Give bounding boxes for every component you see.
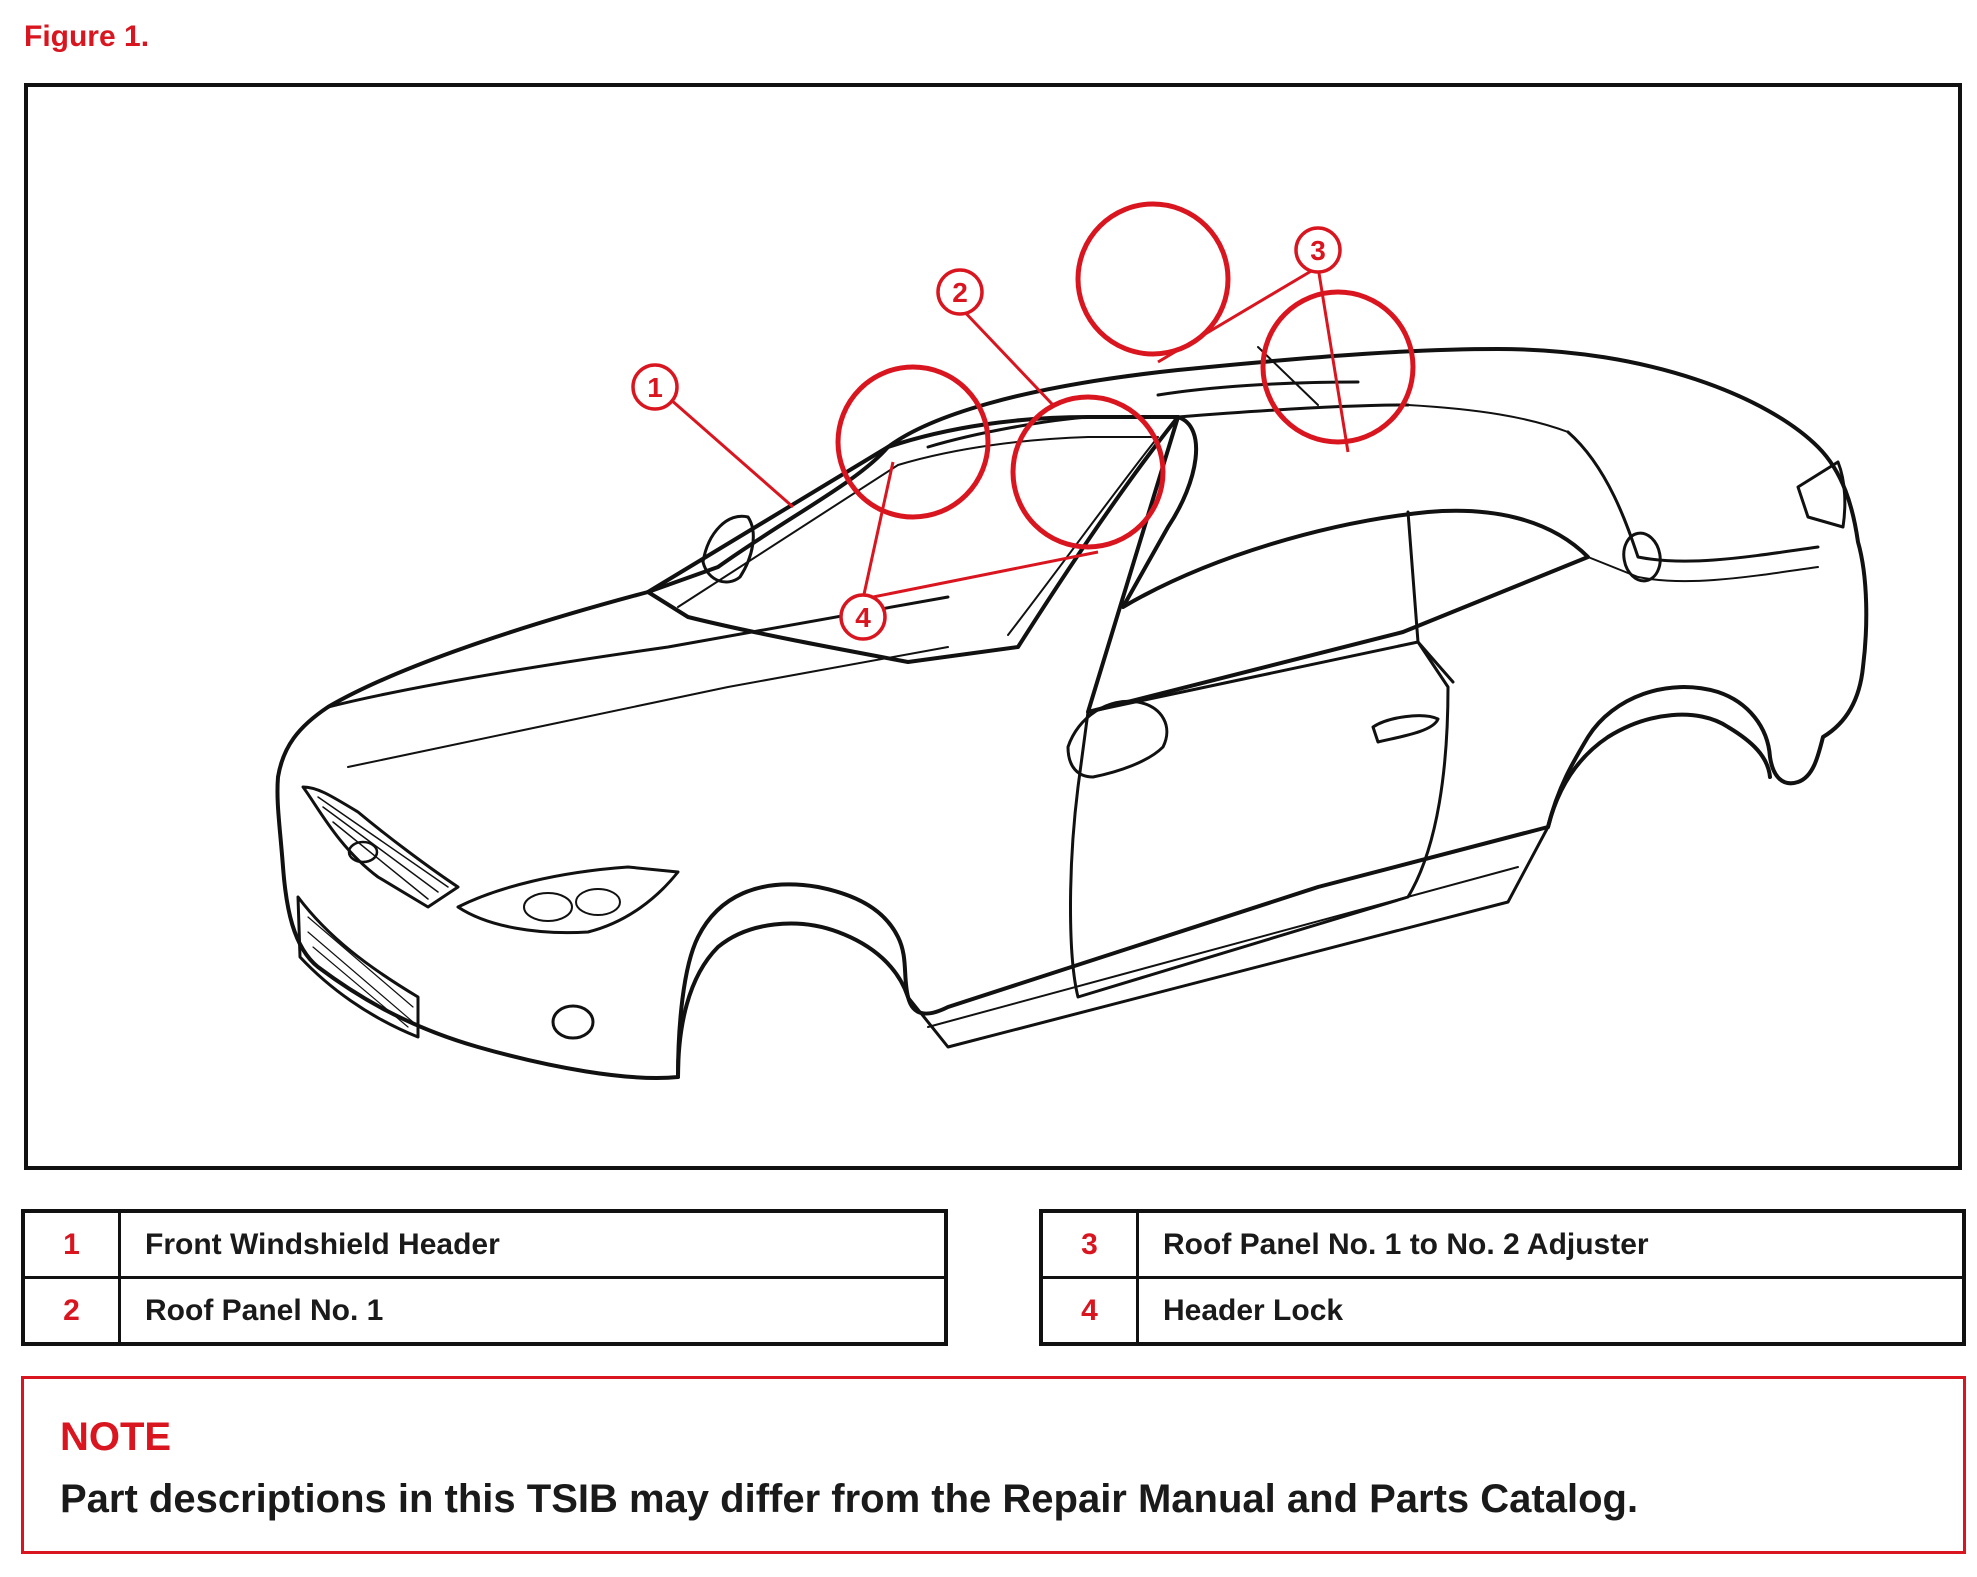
note-title: NOTE xyxy=(60,1415,172,1459)
note-box: NOTE Part descriptions in this TSIB may … xyxy=(21,1376,1966,1554)
figure-label: Figure 1. xyxy=(24,20,150,53)
legend-number: 4 xyxy=(1039,1276,1139,1346)
callout-badge-3: 3 xyxy=(1294,226,1342,274)
car-line-drawing xyxy=(275,346,1869,1080)
legend-table-right: 3 Roof Panel No. 1 to No. 2 Adjuster 4 H… xyxy=(1039,1209,1966,1346)
callout-badge-2-number: 2 xyxy=(952,277,968,308)
highlight-circle-3b xyxy=(1260,289,1416,445)
legend-number: 3 xyxy=(1039,1209,1139,1279)
legend-table-left: 1 Front Windshield Header 2 Roof Panel N… xyxy=(21,1209,948,1346)
callout-lines xyxy=(669,265,1350,601)
legend-description: Roof Panel No. 1 to No. 2 Adjuster xyxy=(1136,1209,1966,1279)
legend-description: Header Lock xyxy=(1136,1276,1966,1346)
note-text: Part descriptions in this TSIB may diffe… xyxy=(60,1477,1639,1521)
legend-number: 1 xyxy=(21,1209,121,1279)
callout-badge-4-number: 4 xyxy=(855,602,871,633)
legend-number: 2 xyxy=(21,1276,121,1346)
callout-badge-3-number: 3 xyxy=(1310,235,1326,266)
legend-row: 1 Front Windshield Header xyxy=(21,1209,948,1279)
car-diagram: 1 2 3 4 xyxy=(275,201,1869,1080)
highlight-circle-4a xyxy=(835,364,991,520)
figure-frame: 1 2 3 4 xyxy=(24,83,1962,1170)
callout-badge-1: 1 xyxy=(631,363,679,411)
legend-row: 3 Roof Panel No. 1 to No. 2 Adjuster xyxy=(1039,1209,1966,1279)
legend-row: 2 Roof Panel No. 1 xyxy=(21,1276,948,1346)
legend-description: Front Windshield Header xyxy=(118,1209,948,1279)
callout-badge-2: 2 xyxy=(936,268,984,316)
highlight-circle-4b xyxy=(1010,394,1166,550)
legend-row: 4 Header Lock xyxy=(1039,1276,1966,1346)
highlight-circles xyxy=(835,201,1416,550)
highlight-circle-3a xyxy=(1075,201,1231,357)
callout-badge-1-number: 1 xyxy=(647,372,663,403)
legend-description: Roof Panel No. 1 xyxy=(118,1276,948,1346)
callout-badge-4: 4 xyxy=(839,593,887,641)
